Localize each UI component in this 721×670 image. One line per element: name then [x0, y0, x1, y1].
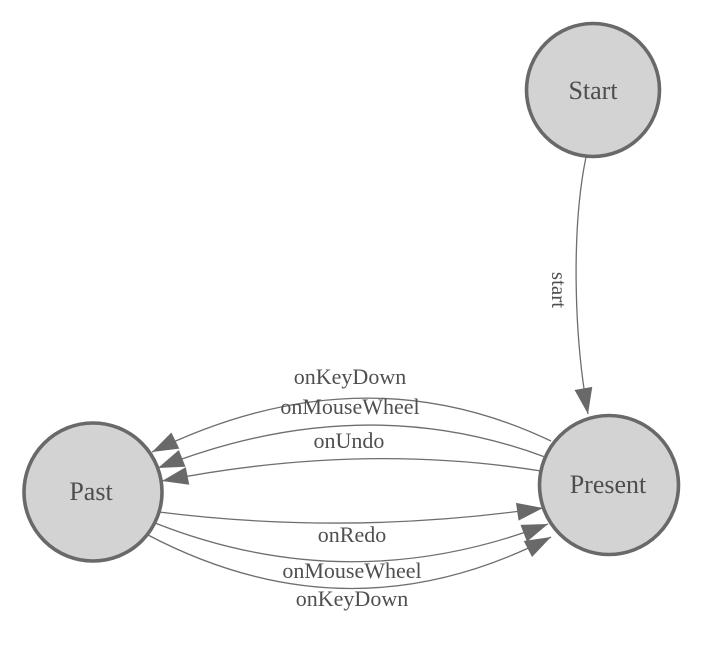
node-start-circle [524, 21, 662, 159]
edge-label-onmousewheel-bottom: onMouseWheel [282, 558, 421, 583]
node-past-circle [22, 421, 164, 563]
edge-label-onmousewheel-top: onMouseWheel [280, 394, 419, 419]
edge-past-to-present-onkeydown [147, 534, 552, 590]
node-present-label: Present [570, 470, 647, 499]
node-past-label: Past [69, 477, 113, 506]
edge-present-to-past-onundo [161, 458, 542, 485]
edge-past-to-present-onredo [158, 502, 544, 524]
edge-label-onredo: onRedo [318, 522, 386, 547]
edge-label-onkeydown-top: onKeyDown [294, 364, 406, 389]
node-start: Start [524, 21, 662, 159]
edge-label-onkeydown-bottom: onKeyDown [296, 586, 408, 611]
edge-present-to-past-onmousewheel [157, 424, 546, 469]
edge-label-onundo: onUndo [314, 428, 385, 453]
node-present: Present [537, 413, 681, 557]
edge-past-to-present-onmousewheel [154, 522, 549, 563]
node-past: Past [22, 421, 164, 563]
edge-present-to-past-onkeydown [151, 397, 552, 453]
edge-start-to-present [574, 156, 593, 415]
node-start-label: Start [568, 76, 618, 105]
node-present-circle [537, 413, 681, 557]
edge-label-start: start [547, 272, 571, 308]
